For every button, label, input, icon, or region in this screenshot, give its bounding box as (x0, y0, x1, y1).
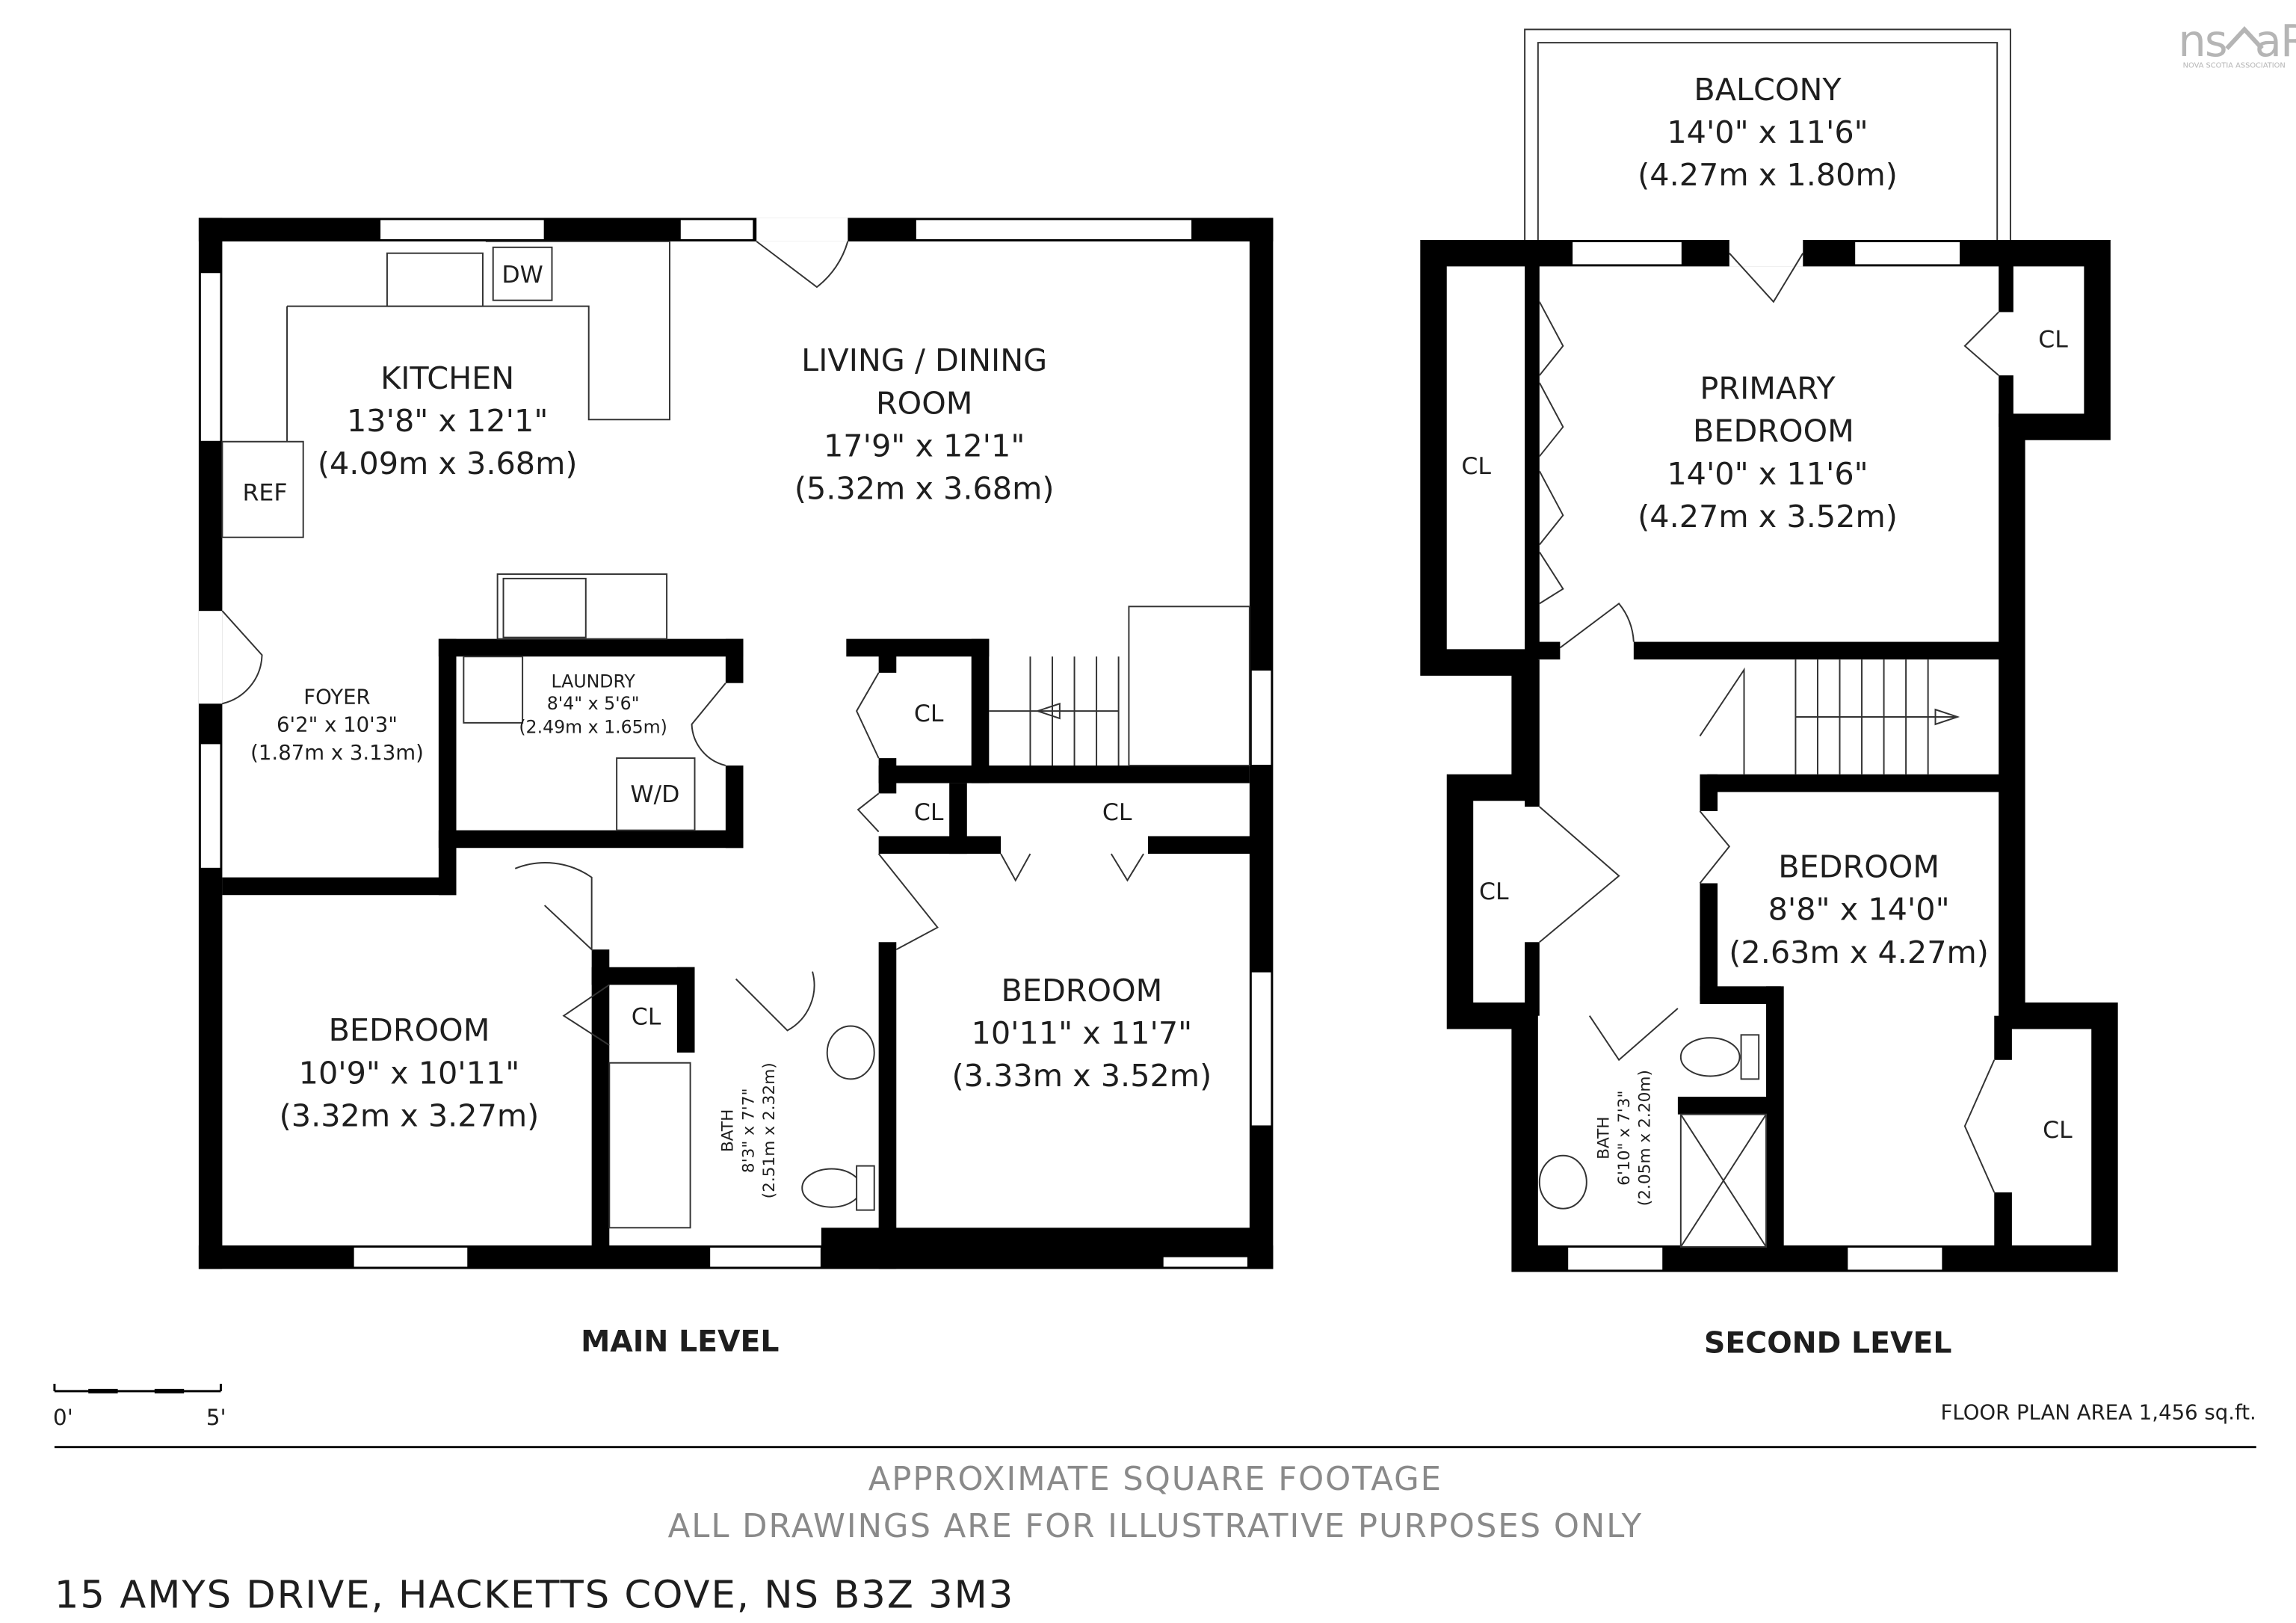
room-bath-main: BATH 8'3" x 7'7" (2.51m x 2.32m) (719, 1062, 779, 1198)
washer-dryer-label: W/D (630, 781, 679, 808)
refrigerator-label: REF (243, 480, 288, 507)
room-dims: 14'0" x 11'6" (1667, 114, 1868, 150)
closet-label: CL (632, 1004, 661, 1031)
room-kitchen: KITCHEN 13'8" x 12'1" (4.09m x 3.68m) (318, 360, 578, 481)
scale-bar: 0' 5' (53, 1384, 226, 1430)
closet-label: CL (1102, 799, 1132, 826)
room-dims: 6'10" x 7'3" (1615, 1091, 1634, 1186)
room-dims-metric: (3.32m x 3.27m) (280, 1097, 540, 1133)
room-bedroom-second: BEDROOM 8'8" x 14'0" (2.63m x 4.27m) (1729, 849, 1989, 970)
room-dims: 13'8" x 12'1" (347, 403, 548, 439)
closet-label: CL (2038, 327, 2068, 354)
room-dims-metric: (1.87m x 3.13m) (250, 741, 424, 765)
room-dims-metric: (4.27m x 3.52m) (1638, 499, 1898, 535)
room-name: BATH (1594, 1116, 1613, 1159)
room-dims-metric: (2.51m x 2.32m) (760, 1062, 779, 1198)
room-foyer: FOYER 6'2" x 10'3" (1.87m x 3.13m) (250, 685, 424, 765)
svg-text:NOVA SCOTIA ASSOCIATION: NOVA SCOTIA ASSOCIATION (2183, 62, 2286, 70)
property-address: 15 AMYS DRIVE, HACKETTS COVE, NS B3Z 3M3 (55, 1572, 1014, 1617)
closet-label: CL (914, 700, 944, 727)
disclaimer-line1: APPROXIMATE SQUARE FOOTAGE (868, 1461, 1442, 1498)
room-dims-metric: (4.27m x 1.80m) (1638, 157, 1898, 193)
room-name: FOYER (303, 685, 370, 709)
room-dims-metric: (2.05m x 2.20m) (1635, 1070, 1654, 1206)
room-dims-metric: (2.63m x 4.27m) (1729, 934, 1989, 970)
room-living-dining: LIVING / DINING ROOM 17'9" x 12'1" (5.32… (794, 342, 1055, 506)
room-name: ROOM (876, 385, 972, 421)
second-level-plan (1420, 28, 2118, 1272)
closet-label: CL (1461, 453, 1491, 480)
room-dims-metric: (2.49m x 1.65m) (519, 717, 667, 738)
room-dims: 6'2" x 10'3" (277, 713, 398, 737)
room-name: BEDROOM (1778, 849, 1939, 885)
room-name: BEDROOM (1693, 413, 1854, 449)
room-bath-second: BATH 6'10" x 7'3" (2.05m x 2.20m) (1594, 1070, 1654, 1206)
dishwasher-label: DW (502, 262, 543, 289)
room-dims-metric: (3.33m x 3.52m) (952, 1058, 1212, 1094)
scale-start: 0' (53, 1405, 73, 1430)
room-dims: 17'9" x 12'1" (824, 428, 1025, 464)
room-dims-metric: (5.32m x 3.68m) (794, 471, 1055, 507)
room-dims: 10'11" x 11'7" (972, 1015, 1193, 1051)
main-level-plan (198, 218, 1274, 1269)
room-dims: 8'8" x 14'0" (1768, 892, 1950, 928)
svg-text:ns: ns (2178, 15, 2226, 67)
room-name: PRIMARY (1700, 371, 1836, 407)
closet-label: CL (1479, 878, 1509, 905)
room-dims-metric: (4.09m x 3.68m) (318, 446, 578, 481)
room-dims: 14'0" x 11'6" (1667, 456, 1868, 492)
room-primary-bedroom: PRIMARY BEDROOM 14'0" x 11'6" (4.27m x 3… (1638, 371, 1898, 535)
second-level-title: SECOND LEVEL (1704, 1326, 1951, 1361)
room-balcony: BALCONY 14'0" x 11'6" (4.27m x 1.80m) (1638, 72, 1898, 193)
closet-label: CL (2043, 1117, 2073, 1144)
closet-label: CL (914, 799, 944, 826)
room-bedroom-main-right: BEDROOM 10'11" x 11'7" (3.33m x 3.52m) (952, 973, 1212, 1094)
disclaimer-line2: ALL DRAWINGS ARE FOR ILLUSTRATIVE PURPOS… (668, 1508, 1643, 1545)
svg-text:aR: aR (2255, 15, 2296, 67)
main-level-title: MAIN LEVEL (581, 1325, 779, 1359)
room-name: LAUNDRY (551, 671, 635, 692)
scale-end: 5' (206, 1405, 226, 1430)
room-name: KITCHEN (380, 360, 514, 396)
room-dims: 8'4" x 5'6" (547, 693, 640, 714)
nsar-logo: ns aR NOVA SCOTIA ASSOCIATION (2178, 15, 2296, 70)
room-name: BEDROOM (1001, 973, 1162, 1008)
room-dims: 8'3" x 7'7" (739, 1088, 758, 1174)
room-name: BALCONY (1694, 72, 1842, 108)
room-name: BATH (719, 1109, 738, 1153)
room-dims: 10'9" x 10'11" (299, 1055, 520, 1091)
room-name: BEDROOM (329, 1012, 490, 1048)
room-name: LIVING / DINING (801, 342, 1047, 378)
room-laundry: LAUNDRY 8'4" x 5'6" (2.49m x 1.65m) (519, 671, 667, 738)
room-bedroom-main-left: BEDROOM 10'9" x 10'11" (3.32m x 3.27m) (280, 1012, 540, 1133)
floor-plan-area: FLOOR PLAN AREA 1,456 sq.ft. (1941, 1400, 2256, 1424)
